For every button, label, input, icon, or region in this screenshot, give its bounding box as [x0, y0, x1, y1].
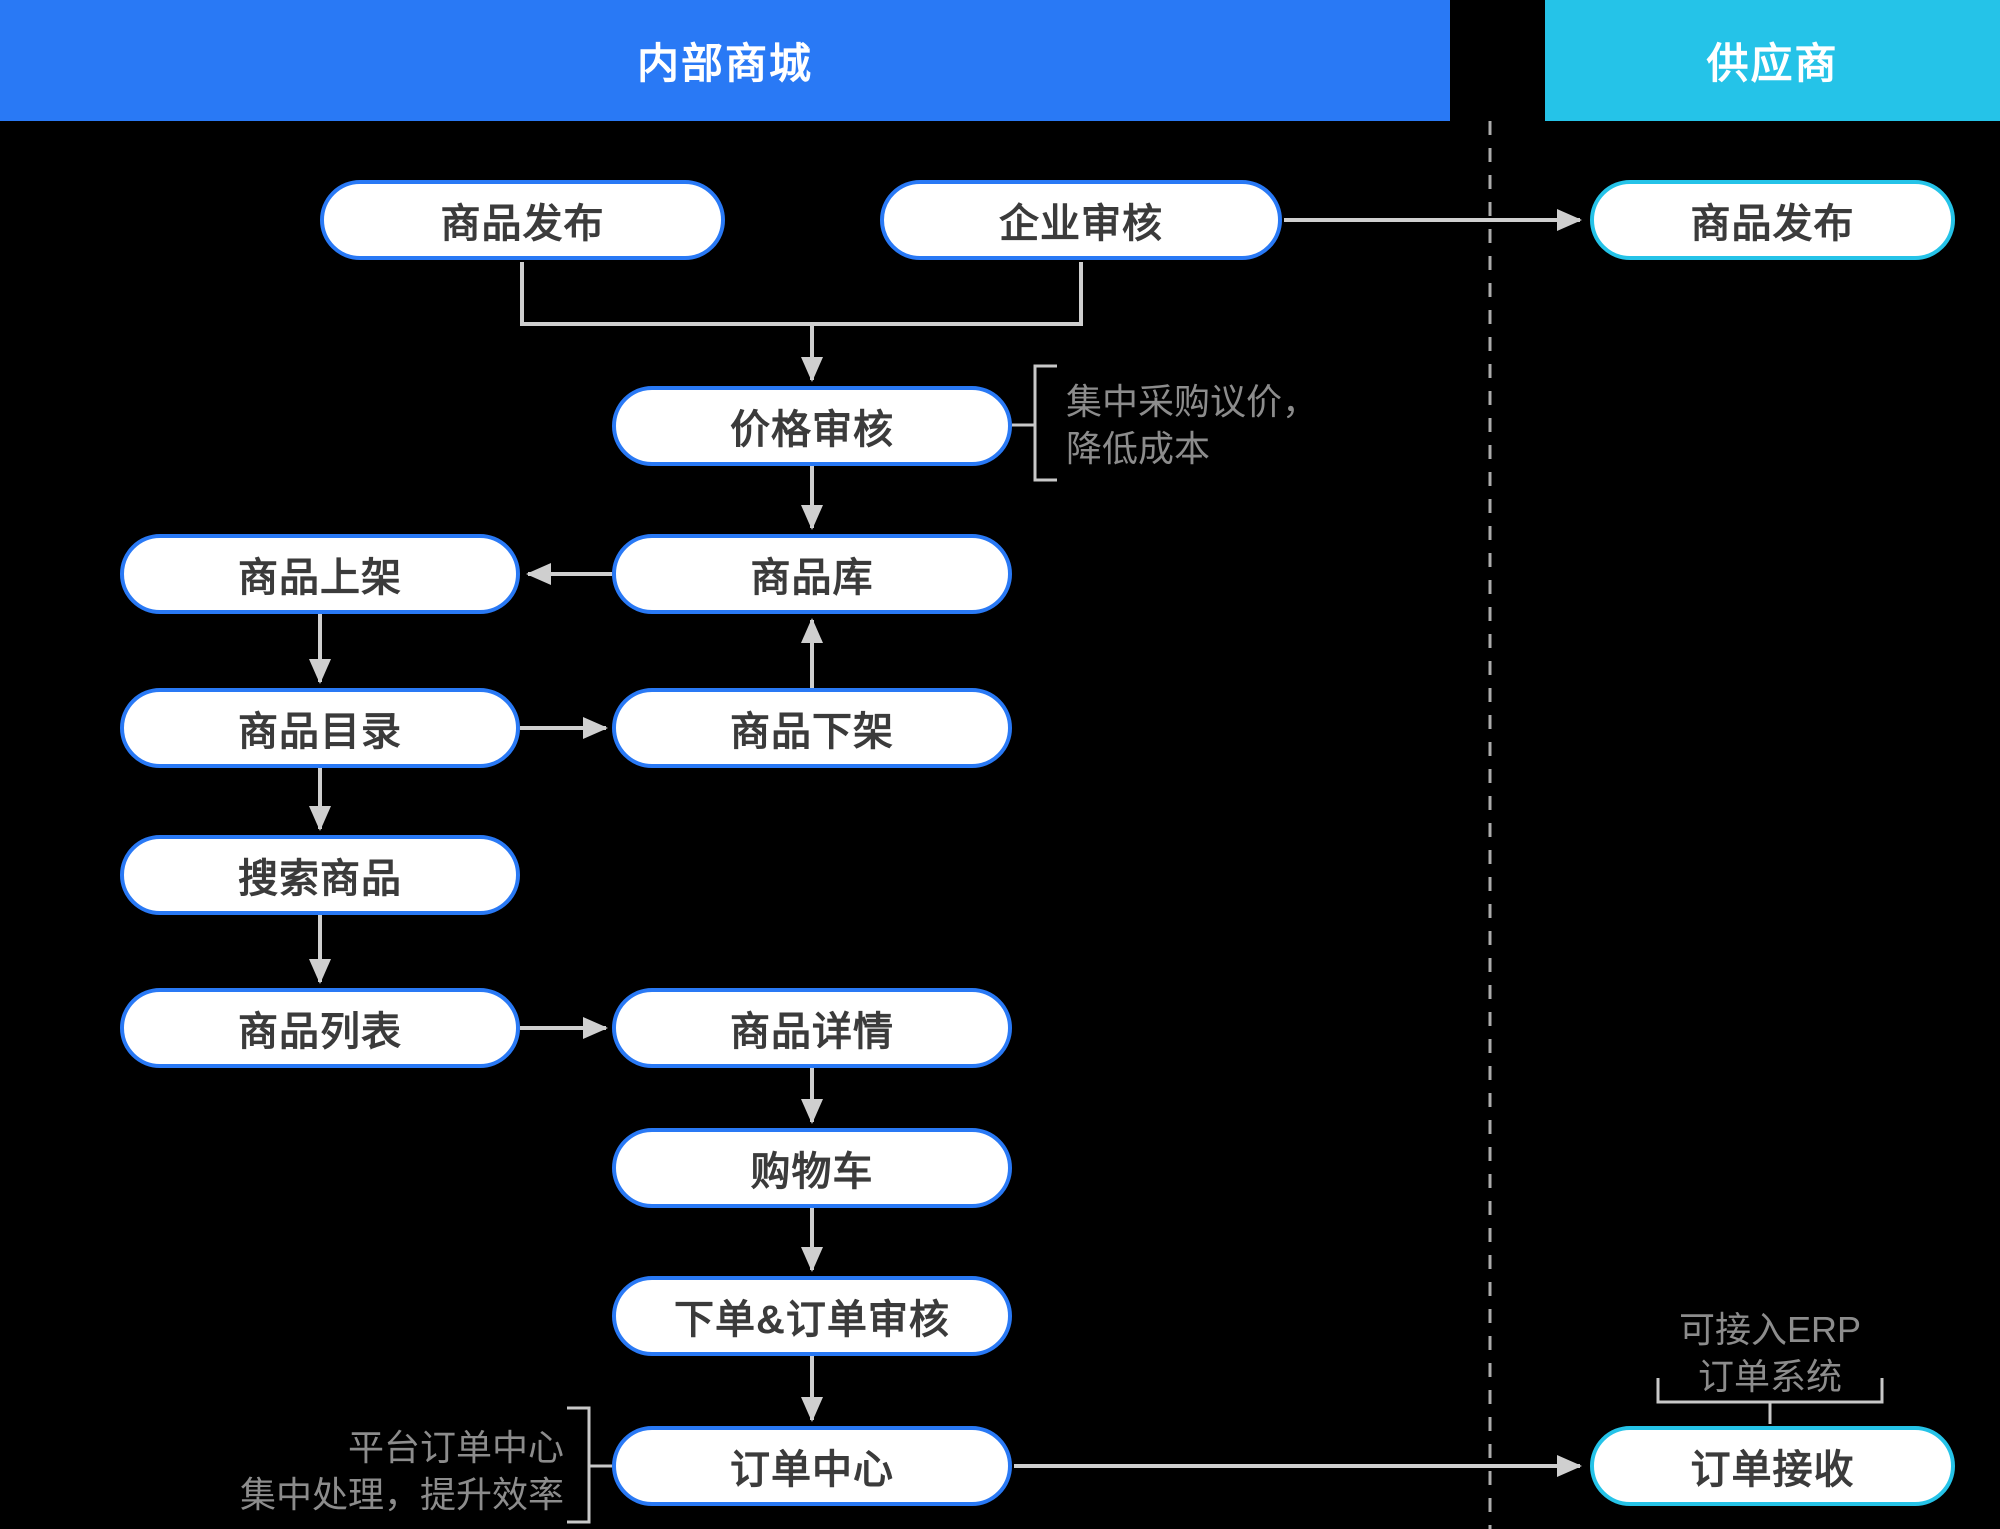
header-internal-mall: 内部商城 [0, 0, 1450, 121]
node-product-on-shelf: 商品上架 [120, 534, 520, 614]
header-supplier: 供应商 [1545, 0, 2000, 121]
node-search-product: 搜索商品 [120, 835, 520, 915]
node-product-publish: 商品发布 [320, 180, 725, 260]
node-shopping-cart: 购物车 [612, 1128, 1012, 1208]
price-review-note: 集中采购议价， 降低成本 [1066, 378, 1318, 472]
node-product-catalog: 商品目录 [120, 688, 520, 768]
erp-note-line1: 可接入ERP [1678, 1309, 1862, 1350]
node-product-library: 商品库 [612, 534, 1012, 614]
order-center-note-line1: 平台订单中心 [347, 1427, 564, 1468]
connector-merge-bar [520, 262, 1083, 326]
order-center-note: 平台订单中心 集中处理，提升效率 [200, 1424, 564, 1518]
order-center-note-line2: 集中处理，提升效率 [239, 1474, 564, 1515]
node-supplier-product-publish: 商品发布 [1590, 180, 1955, 260]
erp-note-line2: 订单系统 [1697, 1356, 1842, 1397]
node-product-list: 商品列表 [120, 988, 520, 1068]
node-enterprise-review: 企业审核 [880, 180, 1282, 260]
price-note-bracket [1012, 364, 1057, 482]
price-review-note-line1: 集中采购议价， [1066, 381, 1319, 422]
erp-note: 可接入ERP 订单系统 [1620, 1306, 1920, 1400]
node-order-and-review: 下单&订单审核 [612, 1276, 1012, 1356]
node-product-detail: 商品详情 [612, 988, 1012, 1068]
node-order-receive: 订单接收 [1590, 1426, 1955, 1506]
node-price-review: 价格审核 [612, 386, 1012, 466]
price-review-note-line2: 降低成本 [1066, 428, 1211, 469]
order-note-bracket [567, 1406, 612, 1524]
node-product-off-shelf: 商品下架 [612, 688, 1012, 768]
node-order-center: 订单中心 [612, 1426, 1012, 1506]
